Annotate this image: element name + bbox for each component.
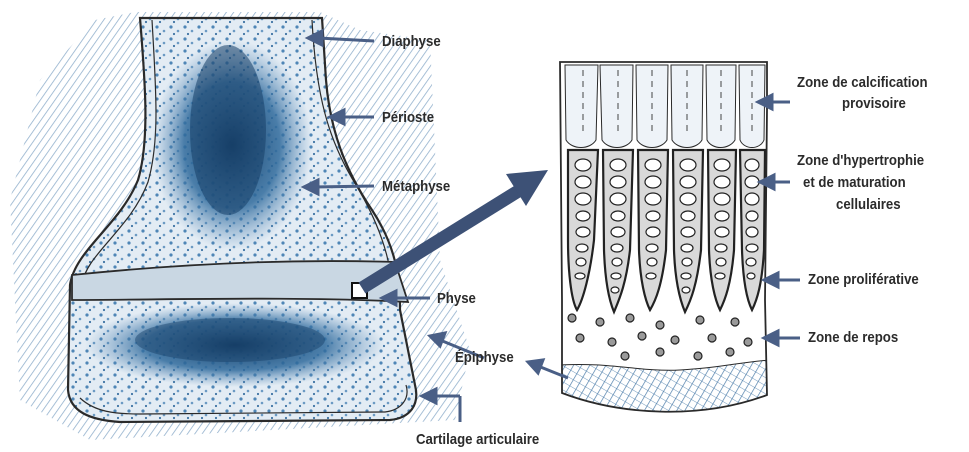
label-repos: Zone de repos: [808, 329, 898, 346]
label-metaphyse: Métaphyse: [382, 178, 450, 195]
label-calcification-line1: Zone de calcification: [797, 74, 928, 91]
label-hypertrophie-line3: cellulaires: [836, 196, 901, 213]
label-hypertrophie-line2: et de maturation: [803, 174, 906, 191]
label-calcification-line2: provisoire: [842, 95, 906, 112]
label-hypertrophie-line1: Zone d'hypertrophie: [797, 152, 924, 169]
growth-plate-inset: [560, 60, 770, 420]
metaphyse-marrow: [152, 40, 312, 250]
label-cartilage-articulaire: Cartilage articulaire: [416, 431, 539, 448]
label-physe: Physe: [437, 290, 476, 307]
label-epiphyse: Épiphyse: [455, 349, 514, 366]
label-diaphyse: Diaphyse: [382, 33, 441, 50]
epiphyse-marrow: [85, 303, 385, 387]
label-perioste: Périoste: [382, 109, 434, 126]
label-proliferative: Zone proliférative: [808, 271, 919, 288]
